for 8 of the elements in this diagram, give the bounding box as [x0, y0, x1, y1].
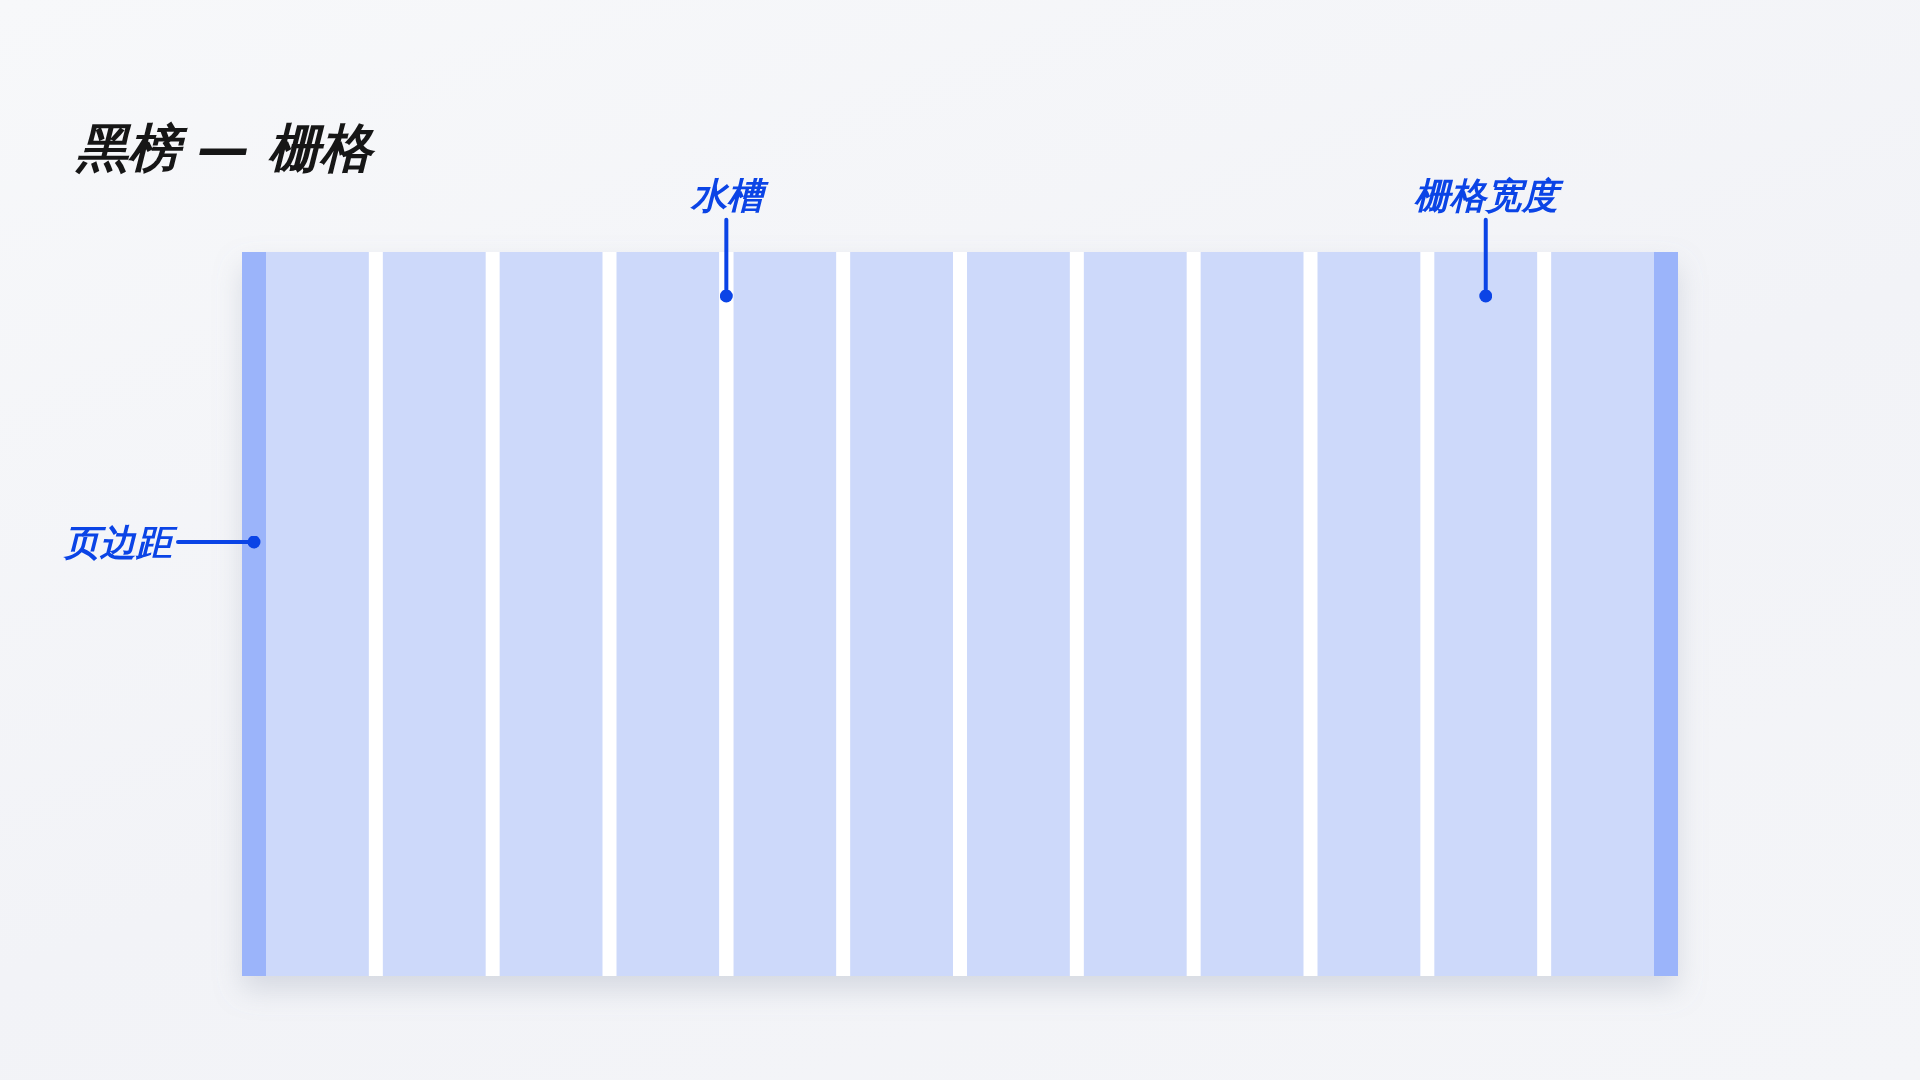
callout-label: 水槽	[685, 173, 769, 220]
leader-line	[1479, 217, 1493, 303]
page-title: 黑榜 — 栅格	[76, 117, 373, 180]
page-margin	[242, 252, 266, 976]
leader-line	[176, 535, 261, 549]
grid-column	[1434, 252, 1538, 976]
callout-label: 页边距	[58, 520, 178, 567]
callout-label: 栅格宽度	[1407, 173, 1564, 220]
